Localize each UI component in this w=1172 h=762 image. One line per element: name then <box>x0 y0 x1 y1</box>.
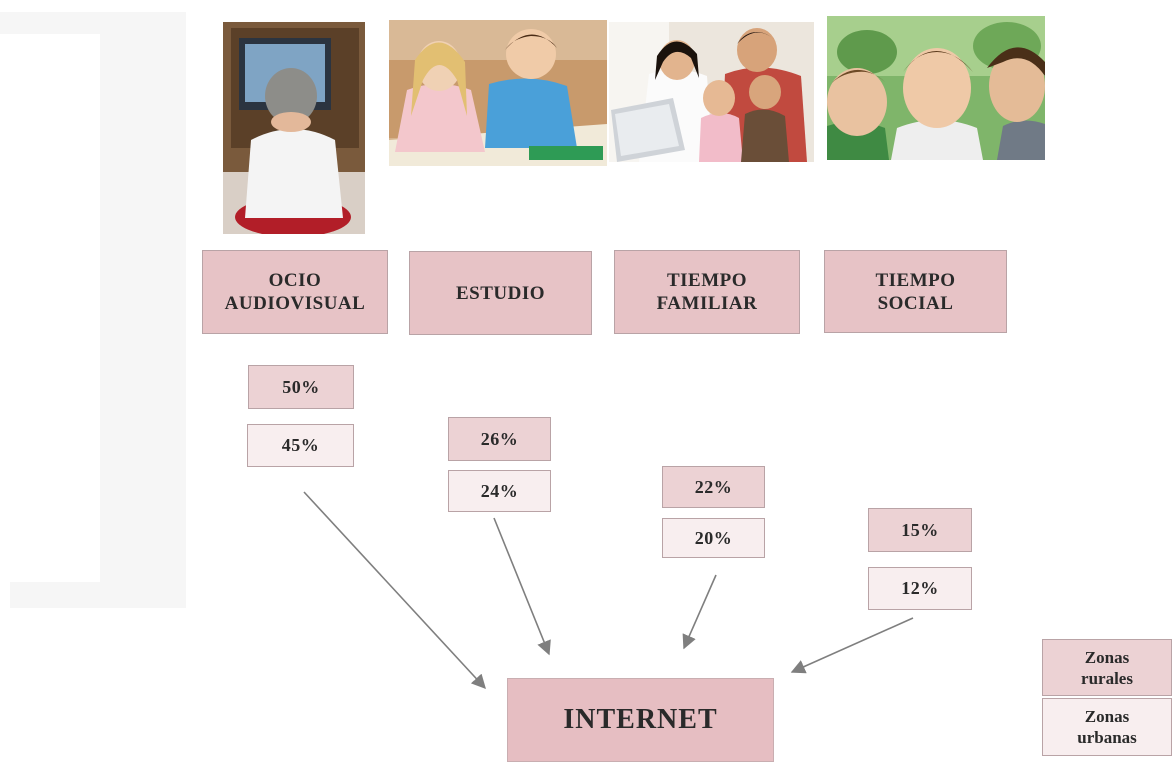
rural-percent-value: 26% <box>480 428 519 449</box>
legend-rural-label: Zonas rurales <box>1081 647 1133 688</box>
children-studying-photo <box>389 20 607 166</box>
arrow-estudio-to-internet <box>493 517 551 656</box>
urban-percent-value: 12% <box>901 578 939 598</box>
urban-percent-tiempo-social: 12% <box>868 567 972 610</box>
urban-percent-tiempo-familiar: 20% <box>662 518 765 558</box>
category-box-tiempo-social: TIEMPO SOCIAL <box>824 250 1007 333</box>
category-box-ocio-audiovisual: OCIO AUDIOVISUAL <box>202 250 388 334</box>
rural-percent-tiempo-social: 15% <box>868 508 972 552</box>
rural-percent-estudio: 26% <box>448 417 551 461</box>
legend-urban: Zonas urbanas <box>1042 698 1172 756</box>
friends-whispering-photo <box>827 16 1045 160</box>
category-box-estudio: ESTUDIO <box>409 251 592 335</box>
urban-percent-estudio: 24% <box>448 470 551 512</box>
category-label-estudio: ESTUDIO <box>455 282 546 304</box>
arrow-ocio-to-internet <box>303 491 486 690</box>
child-watching-tv-photo <box>223 22 365 234</box>
legend-urban-label: Zonas urbanas <box>1077 707 1137 747</box>
category-label-tiempo-social: TIEMPO SOCIAL <box>875 269 956 314</box>
category-label-tiempo-familiar: TIEMPO FAMILIAR <box>656 270 758 314</box>
arrow-social-to-internet <box>790 617 914 674</box>
background-bracket-stem <box>100 12 186 608</box>
urban-percent-ocio-audiovisual: 45% <box>247 424 354 467</box>
internet-box: INTERNET <box>507 678 774 762</box>
internet-label: INTERNET <box>563 704 718 735</box>
category-box-tiempo-familiar: TIEMPO FAMILIAR <box>614 250 800 334</box>
rural-percent-value: 50% <box>282 376 320 397</box>
category-label-ocio-audiovisual: OCIO AUDIOVISUAL <box>224 270 366 314</box>
family-with-laptop-photo <box>609 22 814 162</box>
rural-percent-ocio-audiovisual: 50% <box>248 365 354 409</box>
urban-percent-value: 24% <box>480 480 519 501</box>
rural-percent-value: 15% <box>901 519 939 540</box>
rural-percent-tiempo-familiar: 22% <box>662 466 765 508</box>
arrow-familiar-to-internet <box>682 574 717 650</box>
background-bracket-bottom <box>10 582 186 608</box>
urban-percent-value: 45% <box>281 435 320 455</box>
urban-percent-value: 20% <box>694 527 733 548</box>
legend-rural: Zonas rurales <box>1042 639 1172 696</box>
rural-percent-value: 22% <box>694 476 733 497</box>
